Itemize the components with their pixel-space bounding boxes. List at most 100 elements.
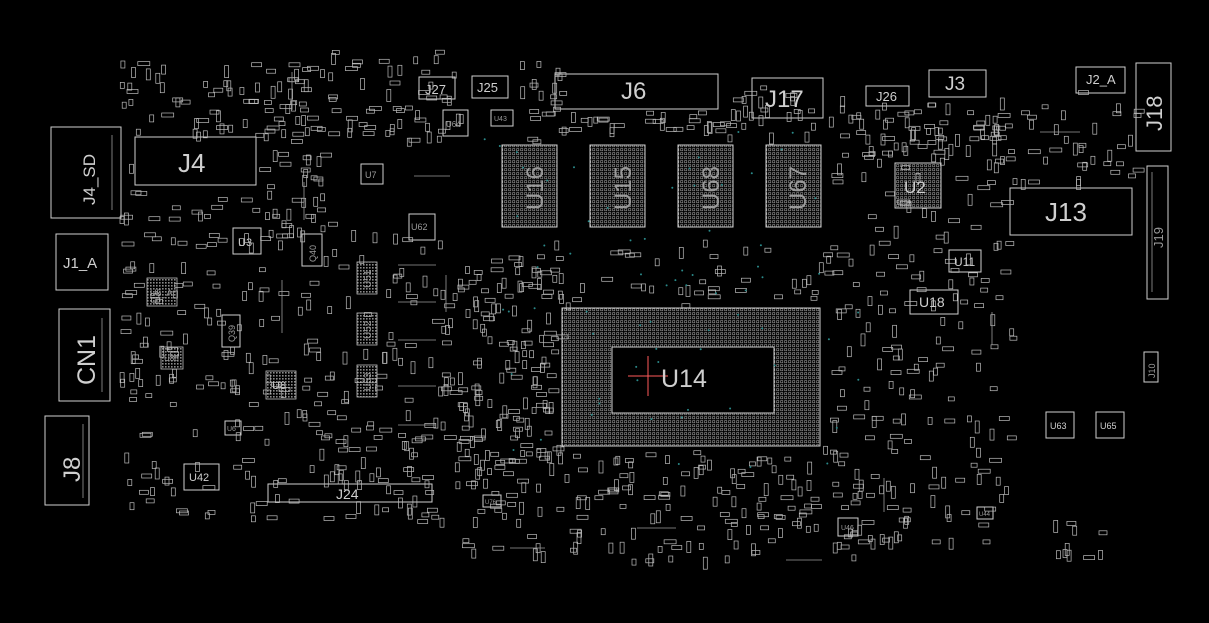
passive-pad xyxy=(649,285,655,294)
via-dot xyxy=(590,413,593,416)
via-dot xyxy=(707,329,710,332)
chip-u63[interactable]: U63 xyxy=(1045,411,1075,439)
connector-j19[interactable]: J19 xyxy=(1146,165,1169,300)
chip-u68[interactable]: U68 xyxy=(677,144,734,228)
passive-pad xyxy=(899,387,905,396)
chip-u15[interactable]: U15 xyxy=(589,144,646,228)
connector-j6[interactable]: J6 xyxy=(554,73,719,110)
passive-pad xyxy=(270,85,276,99)
passive-pad xyxy=(643,495,656,500)
passive-pad xyxy=(137,61,151,66)
passive-pad xyxy=(887,440,893,450)
chip-u14-cpu[interactable]: U14 xyxy=(561,307,821,447)
passive-pad xyxy=(877,358,882,371)
passive-pad xyxy=(507,502,517,507)
passive-pad xyxy=(659,117,665,131)
passive-pad xyxy=(121,241,135,247)
passive-pad xyxy=(529,82,539,88)
passive-pad xyxy=(926,128,931,135)
passive-pad xyxy=(952,293,958,302)
chip-u2[interactable]: U2 xyxy=(894,162,942,209)
passive-pad xyxy=(558,273,564,284)
passive-pad xyxy=(680,485,686,497)
passive-pad xyxy=(904,117,910,129)
passive-pad xyxy=(614,479,619,492)
passive-pad xyxy=(697,525,705,531)
connector-j3[interactable]: J3 xyxy=(928,69,987,98)
passive-pad xyxy=(810,295,818,301)
passive-pad xyxy=(387,65,393,78)
connector-j1-a[interactable]: J1_A xyxy=(55,233,109,291)
connector-j26[interactable]: J26 xyxy=(865,85,910,107)
chip-u11[interactable]: U11 xyxy=(948,249,982,273)
chip-u67[interactable]: U67 xyxy=(765,144,822,228)
chip-u6[interactable]: U6 xyxy=(224,420,242,436)
chip-u7[interactable]: U7 xyxy=(360,163,384,185)
passive-pad xyxy=(208,233,220,238)
passive-pad xyxy=(645,452,657,458)
chip-u52[interactable]: U52 xyxy=(356,312,378,346)
passive-pad xyxy=(173,290,178,299)
passive-pad xyxy=(438,128,446,134)
passive-pad xyxy=(840,96,846,107)
chip-u65[interactable]: U65 xyxy=(1095,411,1125,439)
passive-pad xyxy=(310,175,318,181)
chip-u3[interactable]: U3 xyxy=(232,227,262,255)
passive-pad xyxy=(150,293,160,298)
passive-pad xyxy=(700,455,706,463)
chip-u46[interactable]: U46 xyxy=(837,517,859,537)
passive-pad xyxy=(302,385,311,391)
connector-j13[interactable]: J13 xyxy=(1009,187,1133,236)
connector-j4-sd[interactable]: J4_SD xyxy=(50,126,122,219)
passive-pad xyxy=(897,534,903,542)
passive-pad xyxy=(433,288,439,297)
passive-pad xyxy=(523,397,528,410)
passive-pad xyxy=(537,506,543,517)
chip-u8[interactable]: U8 xyxy=(265,370,297,400)
passive-pad xyxy=(366,425,374,431)
connector-j4[interactable]: J4 xyxy=(134,136,257,186)
connector-j24[interactable]: J24 xyxy=(267,483,433,503)
chip-u88[interactable]: U88 xyxy=(160,346,184,370)
via-dot xyxy=(640,273,642,276)
connector-j18[interactable]: J18 xyxy=(1135,62,1172,152)
passive-pad xyxy=(243,426,254,431)
passive-pad xyxy=(1029,119,1034,130)
passive-pad xyxy=(239,238,244,246)
connector-j17[interactable]: J17 xyxy=(751,77,824,119)
chip-u51[interactable]: U51 xyxy=(356,261,378,295)
passive-pad xyxy=(810,496,820,502)
chip-u43[interactable]: U43 xyxy=(490,109,514,127)
connector-j25[interactable]: J25 xyxy=(471,75,509,99)
chip-u16[interactable]: U16 xyxy=(501,144,558,228)
chip-u43-label: U43 xyxy=(494,116,507,123)
passive-pad xyxy=(648,553,654,567)
passive-pad xyxy=(793,109,801,114)
chip-u62[interactable]: U62 xyxy=(408,213,436,241)
via-dot xyxy=(749,466,752,468)
connector-j10[interactable]: J10 xyxy=(1143,351,1159,383)
passive-pad xyxy=(265,212,270,220)
chip-u42[interactable]: U42 xyxy=(183,463,220,491)
chip-u5-a[interactable]: U5_A xyxy=(146,277,178,307)
chip-u18[interactable]: U18 xyxy=(909,289,959,315)
passive-pad xyxy=(1005,241,1015,246)
passive-pad xyxy=(407,466,412,477)
passive-pad xyxy=(308,421,321,427)
chip-u64[interactable]: U64 xyxy=(442,109,469,137)
passive-pad xyxy=(530,116,541,121)
connector-j8[interactable]: J8 xyxy=(44,415,90,506)
passive-pad xyxy=(457,287,465,293)
via-dot xyxy=(643,237,646,240)
connector-j2-a[interactable]: J2_A xyxy=(1075,66,1126,94)
via-dot xyxy=(761,327,764,330)
passive-pad xyxy=(480,311,490,317)
passive-pad xyxy=(939,157,945,166)
passive-pad xyxy=(309,280,320,286)
passive-pad xyxy=(224,65,229,78)
passive-pad xyxy=(660,112,666,123)
passive-pad xyxy=(552,446,565,452)
passive-pad xyxy=(120,214,133,220)
transistor-q40[interactable]: Q40 xyxy=(301,233,323,267)
connector-cn1[interactable]: CN1 xyxy=(58,308,111,402)
